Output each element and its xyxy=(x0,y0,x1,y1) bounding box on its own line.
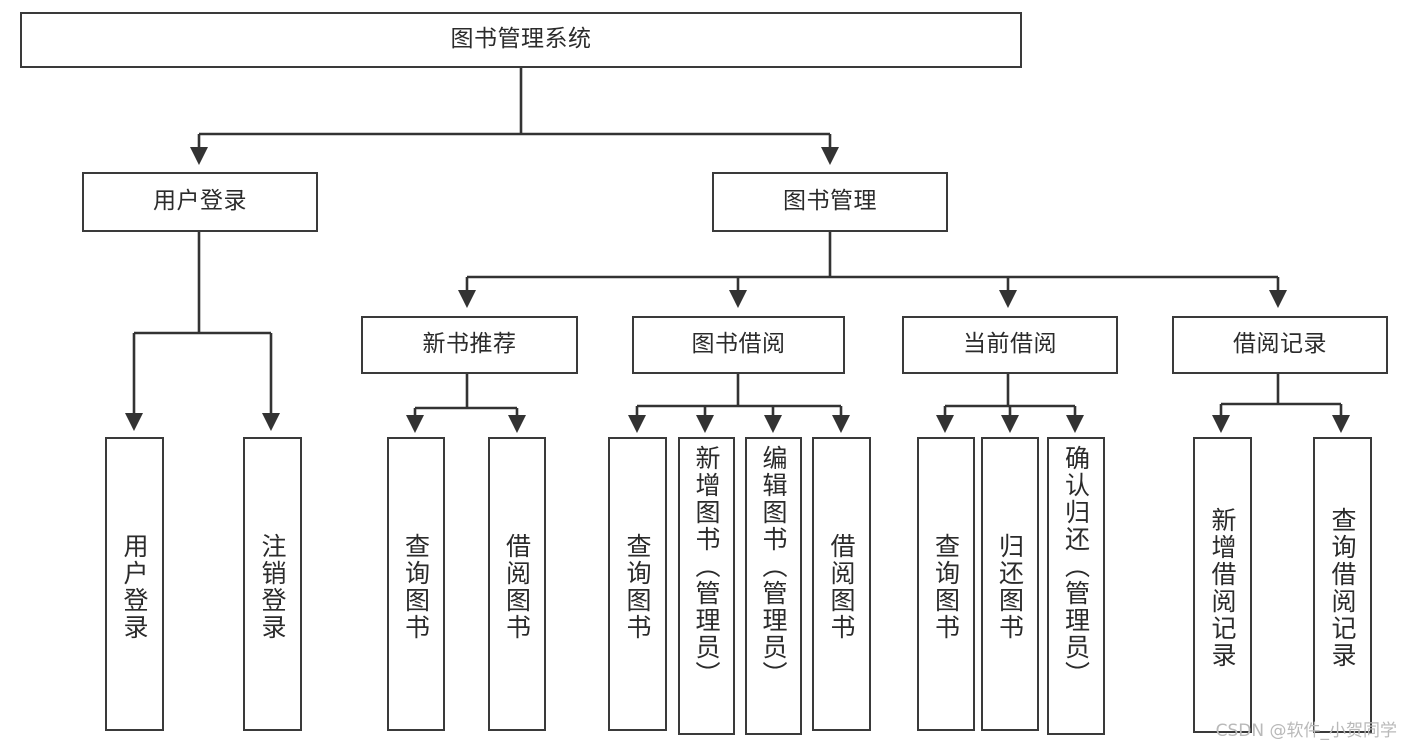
node-leaf-borrow-book-2-label: 借阅图书 xyxy=(827,533,856,641)
node-root-label: 图书管理系统 xyxy=(450,26,592,53)
node-leaf-logout-login-label: 注销登录 xyxy=(258,533,287,641)
node-leaf-query-book-3-label: 查询图书 xyxy=(931,533,961,641)
node-leaf-query-book-2-label: 查询图书 xyxy=(623,533,652,641)
node-root[interactable]: 图书管理系统 xyxy=(20,12,1022,68)
node-leaf-user-login-label: 用户登录 xyxy=(120,533,149,641)
node-leaf-confirm-return[interactable]: 确认归还（管理员） xyxy=(1047,437,1105,735)
node-leaf-return-book[interactable]: 归还图书 xyxy=(981,437,1039,731)
node-current-borrow[interactable]: 当前借阅 xyxy=(902,316,1118,374)
node-leaf-add-record-label: 新增借阅记录 xyxy=(1208,507,1237,669)
node-leaf-add-record[interactable]: 新增借阅记录 xyxy=(1193,437,1252,733)
node-leaf-edit-book[interactable]: 编辑图书（管理员） xyxy=(745,437,802,735)
node-leaf-borrow-book-1[interactable]: 借阅图书 xyxy=(488,437,546,731)
node-leaf-confirm-return-label: 确认归还（管理员） xyxy=(1061,445,1091,688)
node-book-manage-label: 图书管理 xyxy=(783,188,877,215)
node-leaf-query-book-3[interactable]: 查询图书 xyxy=(917,437,975,731)
node-book-borrow[interactable]: 图书借阅 xyxy=(632,316,845,374)
watermark-text: CSDN @软件_小贺同学 xyxy=(1215,721,1397,741)
node-leaf-add-book[interactable]: 新增图书（管理员） xyxy=(678,437,735,735)
node-book-borrow-label: 图书借阅 xyxy=(691,331,786,358)
node-user-login-label: 用户登录 xyxy=(153,188,247,215)
node-leaf-borrow-book-2[interactable]: 借阅图书 xyxy=(812,437,871,731)
node-new-book-recommend-label: 新书推荐 xyxy=(422,331,517,358)
node-user-login[interactable]: 用户登录 xyxy=(82,172,318,232)
node-leaf-query-book-1[interactable]: 查询图书 xyxy=(387,437,445,731)
node-leaf-logout-login[interactable]: 注销登录 xyxy=(243,437,302,731)
node-borrow-record[interactable]: 借阅记录 xyxy=(1172,316,1388,374)
node-leaf-user-login[interactable]: 用户登录 xyxy=(105,437,164,731)
node-new-book-recommend[interactable]: 新书推荐 xyxy=(361,316,578,374)
node-current-borrow-label: 当前借阅 xyxy=(963,331,1057,358)
node-leaf-query-record-label: 查询借阅记录 xyxy=(1328,507,1357,669)
node-leaf-edit-book-label: 编辑图书（管理员） xyxy=(759,445,788,688)
node-leaf-query-book-2[interactable]: 查询图书 xyxy=(608,437,667,731)
node-leaf-return-book-label: 归还图书 xyxy=(995,533,1025,641)
node-leaf-query-record[interactable]: 查询借阅记录 xyxy=(1313,437,1372,733)
node-leaf-add-book-label: 新增图书（管理员） xyxy=(692,445,721,688)
node-book-manage[interactable]: 图书管理 xyxy=(712,172,948,232)
node-leaf-query-book-1-label: 查询图书 xyxy=(401,533,431,641)
node-leaf-borrow-book-1-label: 借阅图书 xyxy=(502,533,532,641)
node-borrow-record-label: 借阅记录 xyxy=(1233,331,1327,358)
